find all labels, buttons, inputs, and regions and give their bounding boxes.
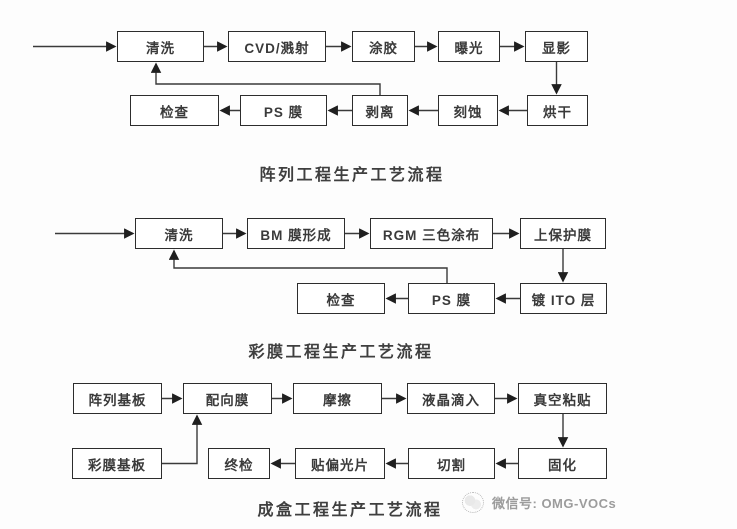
flow2-node-bm-film: BM 膜形成 [247, 218, 345, 249]
flow3-title: 成盒工程生产工艺流程 [257, 502, 443, 519]
flow3-node-cf-substrate: 彩膜基板 [72, 448, 162, 479]
flow2-node-inspect: 检查 [297, 283, 385, 314]
flow3-node-array-substrate: 阵列基板 [73, 383, 162, 414]
flow3-node-alignment-film: 配向膜 [183, 383, 272, 414]
flow3-arrows [162, 393, 569, 469]
flow2-arrows [55, 228, 569, 304]
flow1-node-clean: 清洗 [117, 31, 204, 62]
flow2-node-protect-film: 上保护膜 [520, 218, 606, 249]
flow1-node-inspect: 检查 [130, 95, 219, 126]
flow3-node-polarizer: 贴偏光片 [295, 448, 385, 479]
flow1-node-dry: 烘干 [527, 95, 588, 126]
flow3-node-rubbing: 摩擦 [293, 383, 382, 414]
flow1-node-etch: 刻蚀 [438, 95, 498, 126]
flow2-node-ito-layer: 镀 ITO 层 [520, 283, 607, 314]
flow1-node-coat-resist: 涂胶 [352, 31, 415, 62]
flow2-title: 彩膜工程生产工艺流程 [248, 344, 434, 361]
flow1-node-expose: 曝光 [438, 31, 500, 62]
flow2-node-rgm-coating: RGM 三色涂布 [370, 218, 493, 249]
flow3-node-vacuum-bonding: 真空粘贴 [518, 383, 607, 414]
watermark-text: 微信号: OMG-VOCs [492, 496, 617, 511]
flow1-title: 阵列工程生产工艺流程 [259, 167, 445, 184]
flow3-node-curing: 固化 [518, 448, 607, 479]
wechat-watermark-icon [462, 492, 484, 513]
flow1-node-cvd-sputter: CVD/溅射 [228, 31, 326, 62]
flow3-node-final-inspect: 终检 [208, 448, 270, 479]
watermark: 微信号: OMG-VOCs [462, 492, 616, 513]
flow1-node-strip: 剥离 [352, 95, 408, 126]
flow1-node-develop: 显影 [525, 31, 588, 62]
flow2-node-clean: 清洗 [135, 218, 223, 249]
flow1-node-ps-film: PS 膜 [240, 95, 327, 126]
flow3-node-lc-drop: 液晶滴入 [407, 383, 495, 414]
flow1-arrows [33, 41, 562, 116]
flow3-node-cutting: 切割 [408, 448, 495, 479]
flow2-node-ps-film: PS 膜 [408, 283, 495, 314]
